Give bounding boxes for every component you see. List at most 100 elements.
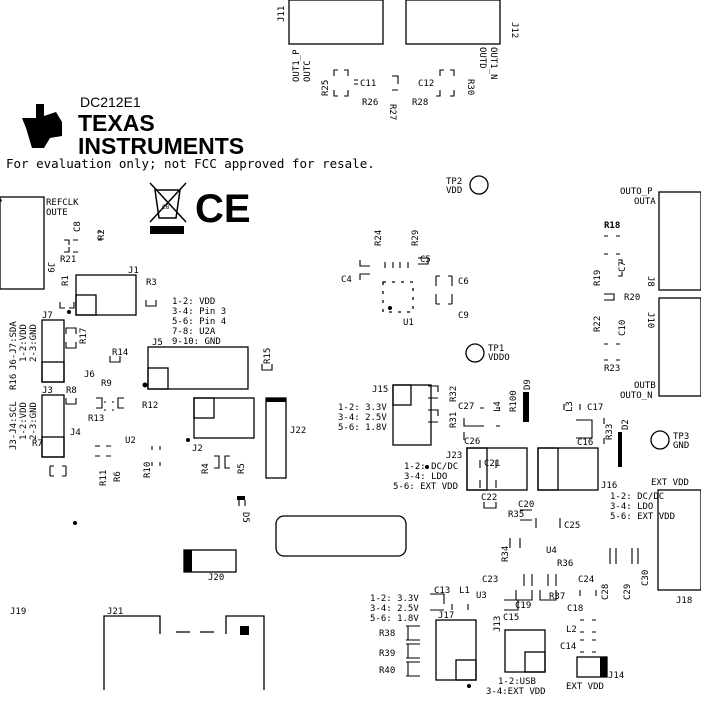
pin1-dot — [467, 684, 471, 688]
j5-row: 9-10: GND — [172, 337, 221, 347]
j7-row: 1-2:VDD — [19, 324, 29, 362]
label-r40: R40 — [379, 666, 395, 676]
label-c17: C17 — [587, 403, 603, 413]
label-outa: OUTA — [634, 197, 656, 207]
pin1-dot — [67, 310, 71, 314]
j7-row: J6-J7:SDA — [9, 321, 19, 370]
tp2-net: VDD — [446, 186, 462, 196]
header-j1-pin1 — [75, 294, 97, 316]
label-d2: D2 — [621, 419, 631, 430]
label-r28: R28 — [412, 98, 428, 108]
label-u2: U2 — [125, 436, 136, 446]
label-c20: C20 — [518, 500, 534, 510]
j13-row: 3-4:EXT VDD — [486, 687, 546, 697]
label-j6: J6 — [84, 370, 95, 380]
label-l1: L1 — [459, 586, 470, 596]
j15-row: 3-4: 2.5V — [338, 413, 387, 423]
tp2-label: TP2 — [446, 177, 462, 187]
label-j11: J11 — [277, 6, 287, 22]
pin1-dot — [142, 382, 148, 388]
label-c21: C21 — [484, 459, 500, 469]
label-j15: J15 — [372, 385, 388, 395]
label-r10: R10 — [143, 462, 153, 478]
label-outon: OUTO_N — [620, 391, 653, 401]
connector-j19-outline — [0, 199, 2, 202]
j23-row: 1-2: DC/DC — [404, 462, 458, 472]
j17-row: 5-6: 1.8V — [370, 614, 419, 624]
j3-row: 1-2:VDD — [19, 402, 29, 440]
pin1-dot — [73, 521, 77, 525]
label-r100: R100 — [509, 390, 519, 412]
connector-j18-outline — [657, 489, 701, 591]
label-r12: R12 — [142, 401, 158, 411]
j5-row: 7-8: U2A — [172, 327, 216, 337]
label-c6: C6 — [458, 277, 469, 287]
weee-bin-icon — [149, 182, 187, 223]
label-c24: C24 — [578, 575, 594, 585]
label-j2: J2 — [192, 444, 203, 454]
label-u3: U3 — [476, 591, 487, 601]
label-r35: R35 — [508, 510, 524, 520]
svg-text:ti: ti — [34, 121, 41, 135]
label-u4: U4 — [546, 546, 557, 556]
header-j15-pin — [392, 384, 412, 406]
label-j17: J17 — [438, 611, 454, 621]
label-c26: C26 — [464, 437, 480, 447]
label-l3: L3 — [565, 401, 575, 412]
label-j8: J8 — [645, 276, 655, 287]
j22-pin-pad — [266, 398, 286, 402]
label-r7: R7 — [32, 439, 43, 449]
label-c4: C4 — [341, 275, 352, 285]
label-j20: J20 — [208, 573, 224, 583]
connector-j8-outline — [658, 191, 701, 291]
label-l4: L4 — [493, 401, 503, 412]
header-j22 — [265, 397, 287, 479]
label-j18: J18 — [676, 596, 692, 606]
j7-row: 2-3:GND — [29, 324, 39, 362]
j15-row: 5-6: 1.8V — [338, 423, 387, 433]
header-j5-pin1 — [147, 367, 169, 390]
label-placeholder-box — [275, 515, 407, 557]
label-c10: C10 — [618, 320, 628, 336]
label-r2: R2 — [97, 229, 107, 240]
j16-row: 1-2: DC/DC — [610, 492, 664, 502]
label-j4: J4 — [70, 428, 81, 438]
connector-j9-outline — [0, 196, 45, 290]
testpoint-tp1[interactable] — [465, 343, 485, 363]
label-c7: C7 — [618, 261, 628, 272]
label-c18: C18 — [567, 604, 583, 614]
label-r21: R21 — [60, 255, 76, 265]
j17-row: 1-2: 3.3V — [370, 594, 419, 604]
label-r16: R16 — [9, 374, 19, 390]
label-j3: J3 — [42, 386, 53, 396]
label-r38: R38 — [379, 629, 395, 639]
label-c16: C16 — [577, 438, 593, 448]
j5-row: 3-4: Pin 3 — [172, 307, 226, 317]
company-line1: TEXAS — [78, 110, 155, 136]
label-c30: C30 — [641, 570, 651, 586]
testpoint-tp3[interactable] — [650, 430, 670, 450]
board-name: DC212E1 — [80, 94, 141, 110]
label-r4: R4 — [201, 463, 211, 474]
header-j7 — [41, 319, 65, 383]
connector-j11-outline — [288, 0, 384, 45]
label-outd: OUTD — [477, 47, 487, 69]
label-j5: J5 — [152, 338, 163, 348]
testpoint-tp2[interactable] — [469, 175, 489, 195]
label-r22: R22 — [593, 316, 603, 332]
diode-d9-body — [523, 392, 529, 422]
j16-row: 3-4: LDO — [610, 502, 653, 512]
label-r33: R33 — [605, 424, 615, 440]
label-c27: C27 — [458, 402, 474, 412]
label-r5: R5 — [237, 463, 247, 474]
label-c19: C19 — [515, 601, 531, 611]
diode-d2-body — [618, 432, 622, 467]
j5-row: 5-6: Pin 4 — [172, 317, 226, 327]
label-c9: C9 — [458, 311, 469, 321]
connector-j10-outline — [658, 297, 701, 397]
label-r36: R36 — [557, 559, 573, 569]
header-j15 — [392, 384, 432, 446]
label-j16: J16 — [601, 481, 617, 491]
label-r25: R25 — [321, 80, 331, 96]
label-r37: R37 — [549, 592, 565, 602]
